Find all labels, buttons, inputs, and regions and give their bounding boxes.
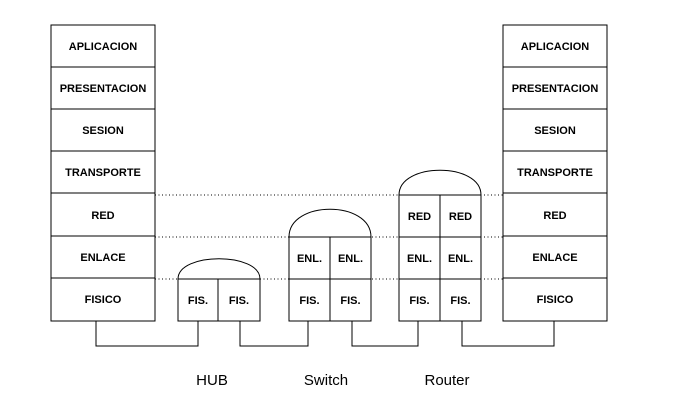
left-layer-fisico bbox=[50, 277, 156, 322]
left-layer-enlace-label: ENLACE bbox=[80, 252, 125, 264]
router-device: RED RED ENL. ENL. FIS. FIS. Router bbox=[398, 169, 482, 389]
switch-port-1-fisico-label: FIS. bbox=[299, 295, 319, 307]
right-layer-transporte bbox=[502, 150, 608, 194]
right-osi-stack: APLICACION PRESENTACION SESION TRANSPORT… bbox=[502, 24, 608, 322]
right-layer-red-label: RED bbox=[543, 210, 566, 222]
right-layer-enlace-label: ENLACE bbox=[532, 252, 577, 264]
right-layer-presentacion-label: PRESENTACION bbox=[512, 83, 599, 95]
right-layer-aplicacion bbox=[502, 24, 608, 68]
router-port-2-enlace bbox=[439, 236, 482, 280]
router-port-1-red-label: RED bbox=[408, 211, 431, 223]
hub-port-2-fisico-label: FIS. bbox=[229, 295, 249, 307]
router-port-1-enlace-label: ENL. bbox=[407, 253, 432, 265]
cable-hub-to-switch bbox=[239, 321, 309, 347]
right-layer-red bbox=[502, 192, 608, 237]
router-port-1-enlace bbox=[398, 236, 441, 280]
router-port-2-red-label: RED bbox=[449, 211, 472, 223]
right-layer-fisico-label: FISICO bbox=[537, 294, 574, 306]
hub-port-1-fisico-label: FIS. bbox=[188, 295, 208, 307]
switch-port-2-enlace-label: ENL. bbox=[338, 253, 363, 265]
hub-port-2-fisico bbox=[217, 278, 261, 322]
switch-port-1-enlace bbox=[288, 236, 331, 280]
switch-port-2-enlace bbox=[329, 236, 372, 280]
left-layer-sesion-label: SESION bbox=[82, 125, 124, 137]
left-layer-transporte-label: TRANSPORTE bbox=[65, 167, 141, 179]
cable-left-host-to-hub bbox=[95, 321, 199, 347]
router-dome bbox=[398, 169, 482, 196]
switch-port-1-enlace-label: ENL. bbox=[297, 253, 322, 265]
router-port-2-fisico bbox=[439, 278, 482, 322]
switch-port-1-fisico bbox=[288, 278, 331, 322]
switch-label: Switch bbox=[304, 372, 348, 389]
left-osi-stack: APLICACION PRESENTACION SESION TRANSPORT… bbox=[50, 24, 156, 322]
left-layer-aplicacion-label: APLICACION bbox=[69, 41, 138, 53]
right-layer-transporte-label: TRANSPORTE bbox=[517, 167, 593, 179]
hub-device: FIS. FIS. HUB bbox=[177, 258, 261, 389]
left-layer-fisico-label: FISICO bbox=[85, 294, 122, 306]
router-port-2-fisico-label: FIS. bbox=[450, 295, 470, 307]
right-layer-sesion bbox=[502, 108, 608, 152]
left-layer-enlace bbox=[50, 235, 156, 279]
router-port-1-red bbox=[398, 194, 441, 238]
router-port-2-enlace-label: ENL. bbox=[448, 253, 473, 265]
cable-router-to-right-host bbox=[461, 321, 555, 347]
switch-device: ENL. ENL. FIS. FIS. Switch bbox=[288, 208, 372, 389]
right-layer-sesion-label: SESION bbox=[534, 125, 576, 137]
left-layer-presentacion-label: PRESENTACION bbox=[60, 83, 147, 95]
router-port-2-red bbox=[439, 194, 482, 238]
hub-dome bbox=[177, 258, 261, 280]
left-layer-presentacion bbox=[50, 66, 156, 110]
left-layer-red-label: RED bbox=[91, 210, 114, 222]
right-layer-aplicacion-label: APLICACION bbox=[521, 41, 590, 53]
cable-switch-to-router bbox=[351, 321, 419, 347]
switch-dome bbox=[288, 208, 372, 238]
right-layer-fisico bbox=[502, 277, 608, 322]
router-port-1-fisico-label: FIS. bbox=[409, 295, 429, 307]
left-layer-aplicacion bbox=[50, 24, 156, 68]
left-layer-transporte bbox=[50, 150, 156, 194]
switch-port-2-fisico-label: FIS. bbox=[340, 295, 360, 307]
switch-port-2-fisico bbox=[329, 278, 372, 322]
router-port-1-fisico bbox=[398, 278, 441, 322]
router-label: Router bbox=[424, 372, 469, 389]
hub-label: HUB bbox=[196, 372, 228, 389]
left-layer-sesion bbox=[50, 108, 156, 152]
